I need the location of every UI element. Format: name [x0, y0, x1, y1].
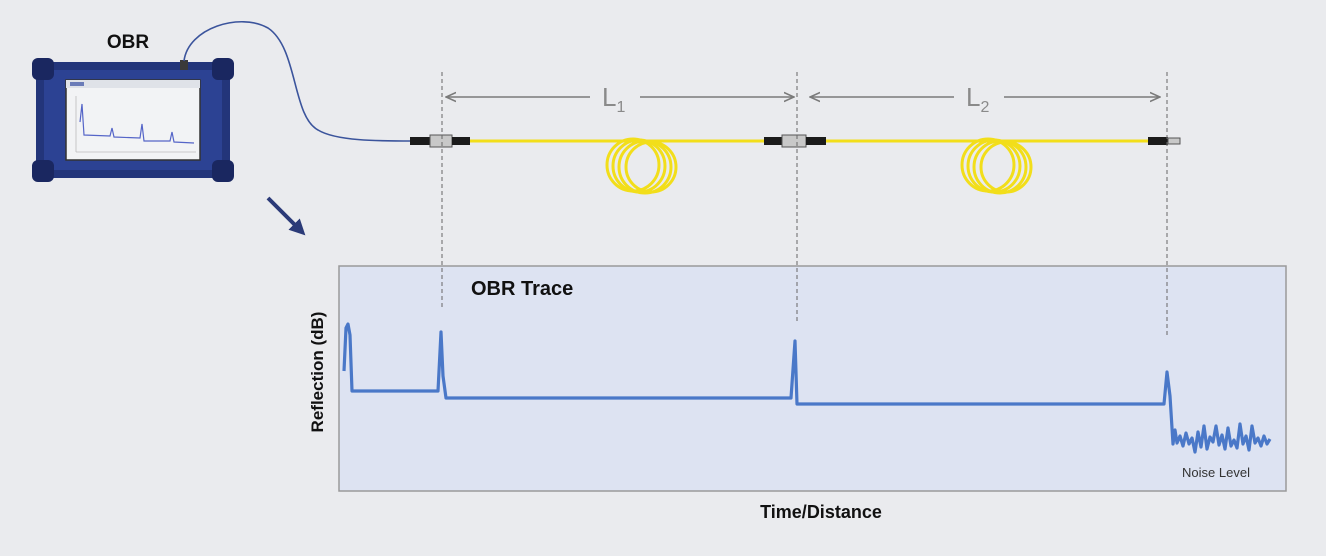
connector-1 — [410, 134, 470, 148]
fiber-segment-1 — [468, 137, 764, 195]
device-screen-trace — [79, 103, 195, 144]
trace-panel — [338, 265, 1287, 492]
device-label: OBR — [107, 32, 150, 53]
fiber-segment-2 — [826, 137, 1150, 195]
l1-label: L1 — [602, 82, 625, 116]
guide-lines — [441, 72, 1168, 338]
trace-title: OBR Trace — [471, 278, 573, 300]
fiber-coil-1 — [605, 137, 678, 195]
device-port — [180, 60, 188, 70]
fiber-end-connector — [1148, 137, 1181, 145]
device-to-trace-arrow — [266, 196, 306, 236]
device-screen — [65, 79, 201, 161]
l2-label: L2 — [966, 82, 989, 116]
trace-x-axis-label: Time/Distance — [760, 502, 882, 522]
fiber-coil-2 — [960, 137, 1033, 195]
noise-level-label: Noise Level — [1182, 465, 1250, 480]
trace-line — [342, 322, 1272, 454]
patch-cable — [183, 20, 413, 142]
dimension-l2: L2 — [810, 82, 1160, 116]
obr-device — [32, 58, 234, 182]
dimension-l1: L1 — [446, 82, 794, 116]
connector-2 — [764, 134, 826, 148]
trace-y-axis-label: Reflection (dB) — [308, 312, 327, 433]
